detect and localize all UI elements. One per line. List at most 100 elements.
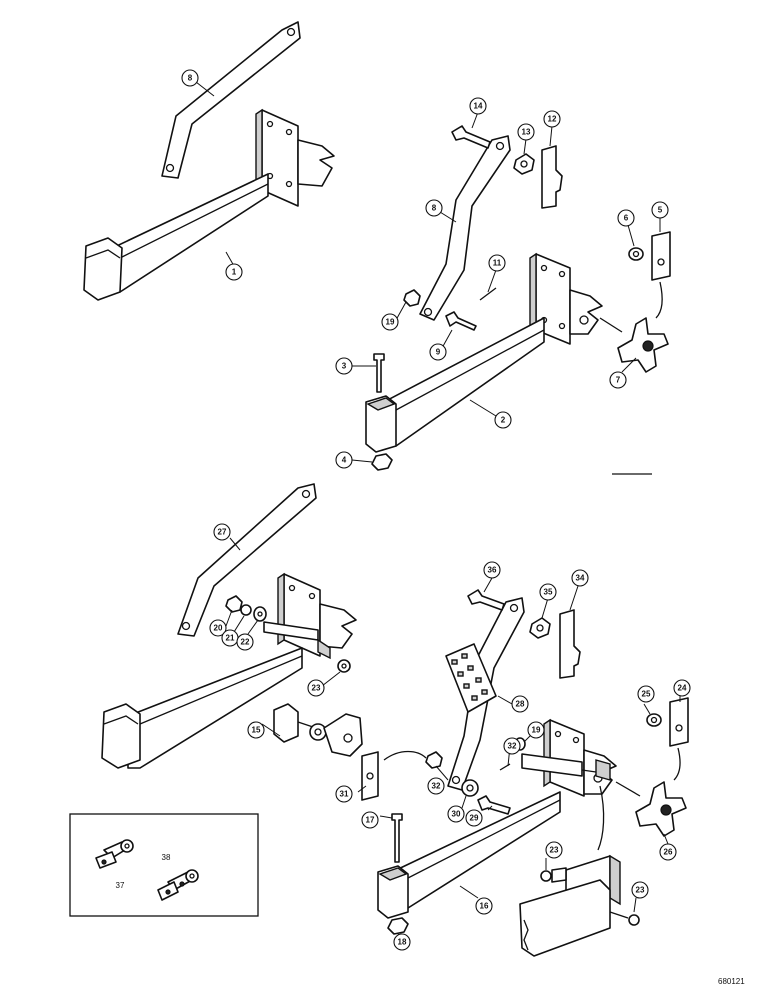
nut-20 <box>225 595 243 613</box>
tube-end-16 <box>377 865 409 919</box>
link-arm-27 <box>177 483 317 637</box>
callout-19a: 19 <box>381 313 399 331</box>
svg-text:6: 6 <box>624 214 629 223</box>
link-arm-8-top <box>161 21 301 179</box>
svg-text:7: 7 <box>616 376 621 385</box>
pedal-tube-16 <box>391 791 561 909</box>
bottom-left-assembly <box>101 483 443 801</box>
retaining-clip-37 <box>95 839 134 869</box>
washer-6 <box>628 247 644 261</box>
svg-text:24: 24 <box>678 684 687 693</box>
top-left-assembly <box>83 21 335 301</box>
svg-text:16: 16 <box>480 902 489 911</box>
tread-pattern <box>451 653 488 701</box>
bracket-12 <box>541 145 563 209</box>
callout-17: 17 <box>361 811 379 829</box>
link-arm-8 <box>419 135 511 321</box>
svg-text:22: 22 <box>241 638 250 647</box>
callout-1: 1 <box>225 263 243 281</box>
callout-28: 28 <box>511 695 529 713</box>
callout-6: 6 <box>617 209 635 227</box>
callout-32a: 32 <box>427 777 445 795</box>
svg-text:20: 20 <box>214 624 223 633</box>
bolt-14 <box>451 125 491 149</box>
svg-text:2: 2 <box>501 416 506 425</box>
nut-32 <box>425 751 443 769</box>
callout-11: 11 <box>488 254 506 272</box>
svg-text:8: 8 <box>188 74 193 83</box>
svg-text:19: 19 <box>386 318 395 327</box>
callout-3: 3 <box>335 357 353 375</box>
tread-pad <box>445 643 497 713</box>
svg-text:15: 15 <box>252 726 261 735</box>
lock-plate-24 <box>669 697 689 747</box>
bolt-3 <box>373 353 385 393</box>
svg-text:8: 8 <box>432 204 437 213</box>
svg-text:14: 14 <box>474 102 483 111</box>
bolt-36 <box>467 589 505 611</box>
callout-34: 34 <box>571 569 589 587</box>
callout-13: 13 <box>517 123 535 141</box>
pedal-pad-15 <box>101 703 141 769</box>
callout-35: 35 <box>539 583 557 601</box>
callout-27: 27 <box>213 523 231 541</box>
svg-text:12: 12 <box>548 115 557 124</box>
svg-text:23: 23 <box>550 846 559 855</box>
clevis-3 <box>319 603 357 649</box>
svg-text:18: 18 <box>398 938 407 947</box>
callout-31: 31 <box>335 785 353 803</box>
bolt-17 <box>391 813 403 863</box>
callout-38: 38 <box>162 853 171 862</box>
inset-box <box>69 813 259 917</box>
bracket-34 <box>559 609 581 679</box>
callout-25: 25 <box>637 685 655 703</box>
callout-32b: 32 <box>503 737 521 755</box>
bolt-29 <box>477 795 511 815</box>
svg-text:36: 36 <box>488 566 497 575</box>
nut-4 <box>371 453 393 471</box>
svg-text:3: 3 <box>342 362 347 371</box>
callout-7: 7 <box>609 371 627 389</box>
lock-plate-5 <box>651 231 671 281</box>
washer-pin <box>309 723 327 741</box>
callout-15: 15 <box>247 721 265 739</box>
callout-2: 2 <box>494 411 512 429</box>
washer-22 <box>253 606 267 622</box>
nut-35 <box>529 617 551 639</box>
callout-24: 24 <box>673 679 691 697</box>
callout-23a: 23 <box>307 679 325 697</box>
svg-text:28: 28 <box>516 700 525 709</box>
svg-text:32: 32 <box>432 782 441 791</box>
callout-21: 21 <box>221 629 239 647</box>
svg-text:27: 27 <box>218 528 227 537</box>
clevis-1 <box>297 139 335 187</box>
callout-20: 20 <box>209 619 227 637</box>
tube-end-2 <box>365 395 397 453</box>
callout-5: 5 <box>651 201 669 219</box>
callout-37: 37 <box>116 881 125 890</box>
bracket-31 <box>361 751 379 801</box>
washer-30 <box>461 779 479 797</box>
svg-text:13: 13 <box>522 128 531 137</box>
washer-23b <box>540 870 552 882</box>
svg-text:23: 23 <box>312 684 321 693</box>
svg-text:29: 29 <box>470 814 479 823</box>
callout-14: 14 <box>469 97 487 115</box>
svg-text:19: 19 <box>532 726 541 735</box>
figure-reference: 680121 <box>718 977 745 986</box>
pedal-pad-1 <box>83 237 123 301</box>
svg-text:11: 11 <box>493 259 502 268</box>
callout-22: 22 <box>236 633 254 651</box>
spacer-block <box>273 703 299 743</box>
nut-13 <box>513 153 535 175</box>
block-pin <box>551 867 567 883</box>
svg-text:34: 34 <box>576 574 585 583</box>
nut-18 <box>387 917 409 935</box>
callout-30: 30 <box>447 805 465 823</box>
callout-19b: 19 <box>527 721 545 739</box>
bottom-right-assembly <box>377 589 689 957</box>
pedal-tube-15 <box>127 647 303 769</box>
bolt-9 <box>445 311 477 331</box>
pivot-pin-16 <box>521 753 583 777</box>
